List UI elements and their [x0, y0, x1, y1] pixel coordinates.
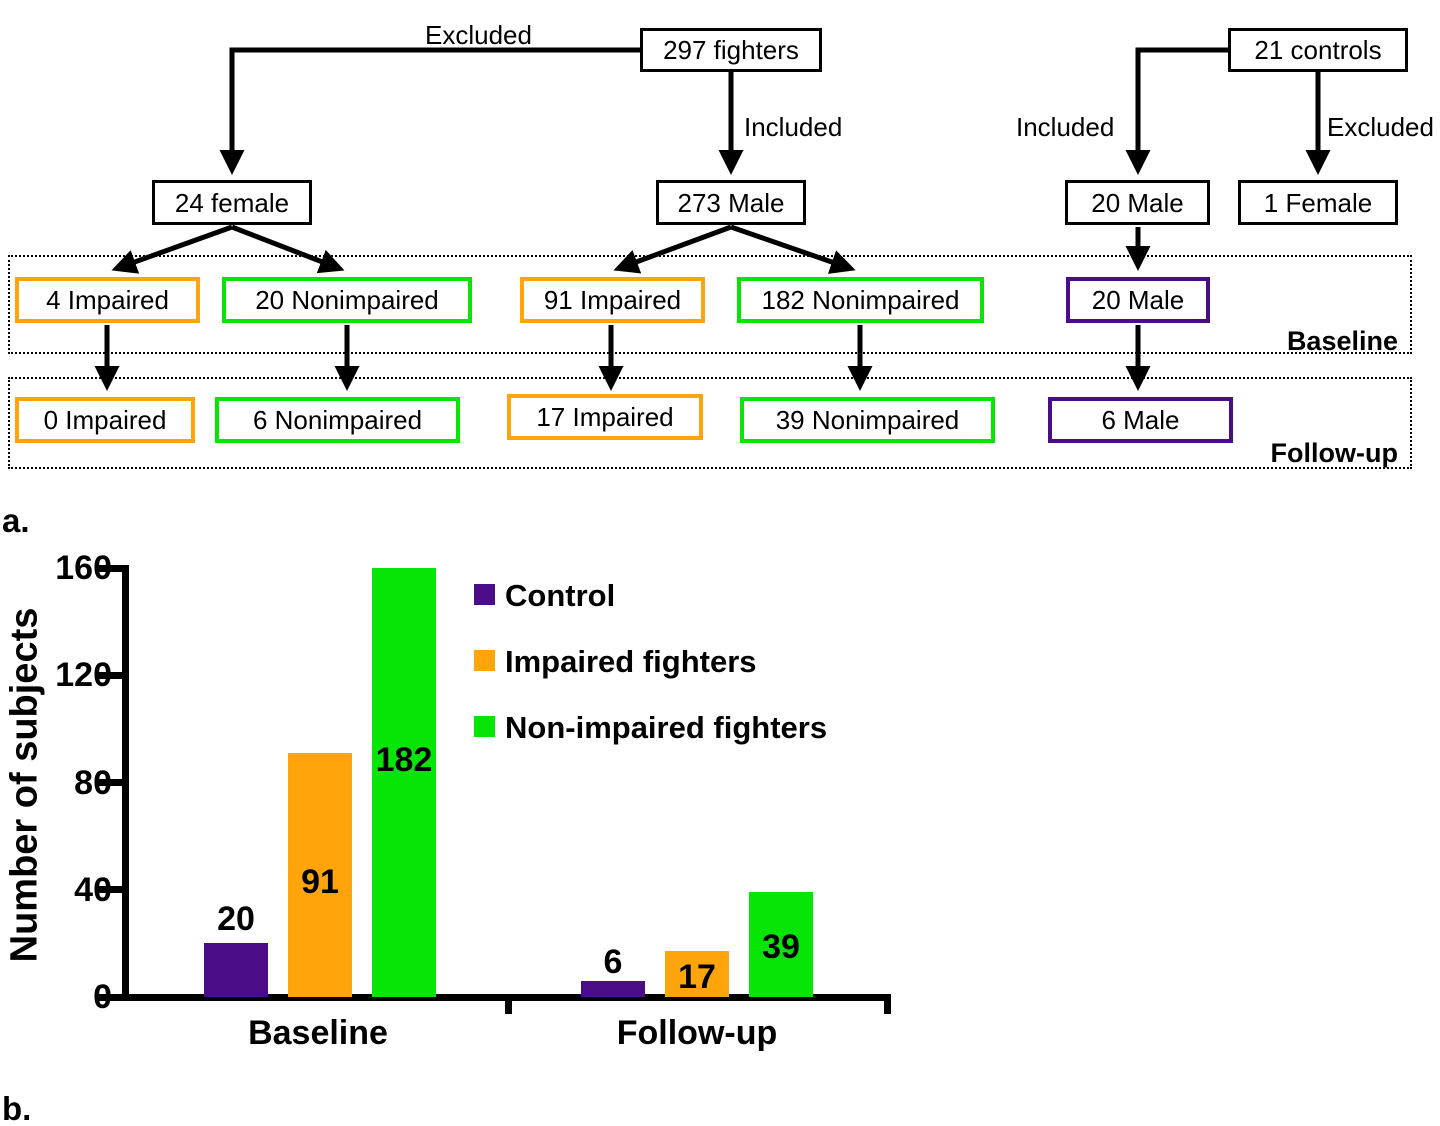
box-273-male-text: 273 Male	[677, 187, 785, 218]
y-tick-120	[97, 671, 123, 679]
included-fighters-label: Included	[744, 112, 843, 142]
y-tick-160	[97, 564, 123, 572]
box-24-female-text: 24 female	[174, 187, 290, 218]
x-axis-end-tick	[884, 994, 891, 1014]
box-21-controls: 21 controls	[1228, 28, 1408, 72]
flowchart-connectors-svg	[94, 47, 1331, 392]
x-category-label-follow-up: Follow-up	[616, 1014, 778, 1052]
bar-value-label-follow-up-2: 39	[762, 928, 800, 967]
box-20-male-controls-text: 20 Male	[1091, 187, 1184, 218]
bar-follow-up-control	[581, 980, 645, 997]
box-followup-0-impaired-text: 0 Impaired	[43, 405, 167, 435]
box-273-male: 273 Male	[656, 180, 806, 225]
y-tick-label-120: 120	[55, 656, 112, 695]
box-baseline-20-male: 20 Male	[1066, 277, 1210, 323]
box-20-male-controls: 20 Male	[1065, 180, 1210, 225]
box-baseline-91-impaired-text: 91 Impaired	[543, 285, 682, 315]
legend-label-1: Impaired fighters	[505, 644, 757, 679]
bar-value-label-baseline-2: 182	[375, 741, 433, 779]
excluded-fighters-label: Excluded	[425, 20, 532, 50]
box-baseline-182-nonimpaired-text: 182 Nonimpaired	[761, 285, 960, 315]
excluded-controls-label: Excluded	[1327, 112, 1434, 142]
box-1-female-text: 1 Female	[1263, 187, 1373, 218]
y-tick-0	[97, 993, 123, 1001]
box-baseline-91-impaired: 91 Impaired	[520, 277, 705, 323]
box-followup-17-impaired-text: 17 Impaired	[536, 402, 674, 432]
baseline-band-label: Baseline	[1286, 326, 1398, 356]
y-tick-label-80: 80	[74, 763, 112, 802]
box-21-controls-text: 21 controls	[1254, 35, 1382, 65]
box-297-fighters: 297 fighters	[640, 28, 822, 72]
baseline-band	[8, 255, 1412, 354]
bar-baseline-non-impaired-fighters	[372, 568, 436, 997]
box-24-female: 24 female	[152, 180, 312, 225]
box-followup-17-impaired: 17 Impaired	[507, 394, 703, 440]
y-tick-label-0: 0	[93, 978, 112, 1016]
y-tick-label-40: 40	[74, 870, 112, 909]
box-followup-6-nonimpaired: 6 Nonimpaired	[215, 397, 460, 443]
followup-band-label: Follow-up	[1270, 438, 1398, 468]
legend-swatch-1	[474, 650, 495, 671]
box-1-female: 1 Female	[1238, 180, 1398, 225]
bar-baseline-impaired-fighters	[288, 753, 352, 997]
y-tick-40	[97, 886, 123, 894]
box-baseline-4-impaired-text: 4 Impaired	[46, 285, 169, 315]
box-followup-6-male: 6 Male	[1048, 397, 1233, 443]
x-axis-group-separator-tick	[505, 994, 512, 1014]
box-followup-0-impaired: 0 Impaired	[15, 397, 195, 443]
y-tick-80	[97, 779, 123, 786]
box-baseline-20-nonimpaired-text: 20 Nonimpaired	[255, 285, 439, 315]
bar-value-label-baseline-1: 91	[301, 863, 339, 901]
included-controls-label: Included	[1016, 112, 1115, 142]
legend-swatch-2	[474, 716, 495, 737]
y-tick-label-160: 160	[55, 549, 112, 587]
box-baseline-20-male-text: 20 Male	[1091, 285, 1185, 315]
box-baseline-4-impaired: 4 Impaired	[15, 277, 200, 323]
bar-follow-up-non-impaired-fighters	[749, 892, 813, 997]
x-category-label-baseline: Baseline	[248, 1014, 388, 1052]
followup-band	[8, 377, 1412, 469]
box-followup-39-nonimpaired: 39 Nonimpaired	[740, 397, 995, 443]
panel-b-label: b.	[2, 1090, 32, 1126]
legend-swatch-0	[474, 584, 495, 605]
box-followup-6-nonimpaired-text: 6 Nonimpaired	[252, 405, 423, 435]
legend-label-0: Control	[505, 578, 616, 613]
y-axis-line	[122, 565, 129, 1001]
box-followup-6-male-text: 6 Male	[1101, 405, 1180, 435]
bar-value-label-baseline-0: 20	[217, 900, 255, 939]
bar-baseline-control	[204, 943, 268, 997]
box-followup-39-nonimpaired-text: 39 Nonimpaired	[775, 405, 960, 435]
bar-value-label-follow-up-0: 6	[603, 942, 623, 981]
panel-a-label: a.	[2, 502, 30, 539]
legend-label-2: Non-impaired fighters	[505, 710, 828, 745]
bar-value-label-follow-up-1: 17	[678, 958, 716, 997]
box-baseline-20-nonimpaired: 20 Nonimpaired	[222, 277, 472, 323]
bar-follow-up-impaired-fighters	[665, 951, 729, 997]
box-baseline-182-nonimpaired: 182 Nonimpaired	[737, 277, 984, 323]
box-297-fighters-text: 297 fighters	[663, 35, 799, 65]
